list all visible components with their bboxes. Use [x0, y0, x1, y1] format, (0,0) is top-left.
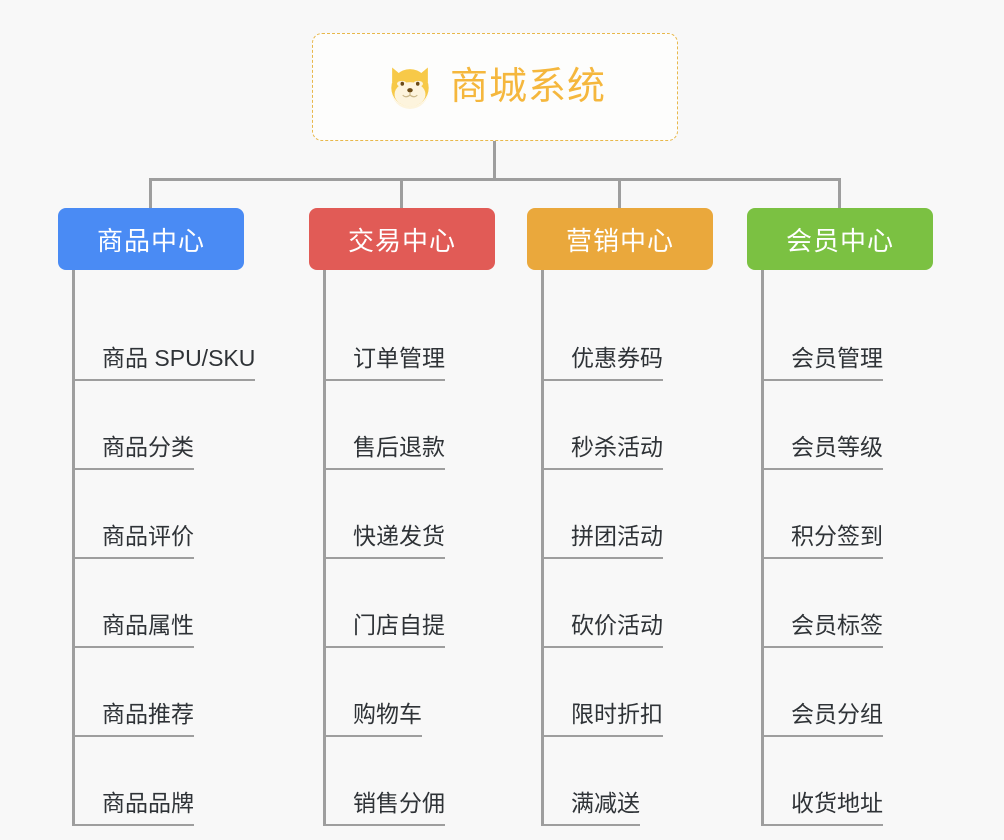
branch-header-label: 会员中心 — [785, 225, 894, 256]
leaf-item[interactable]: 商品属性 — [58, 559, 255, 648]
leaf-item[interactable]: 销售分佣 — [309, 737, 495, 826]
leaf-item[interactable]: 售后退款 — [309, 381, 495, 470]
leaf-label: 销售分佣 — [353, 790, 445, 817]
leaf-item[interactable]: 满减送 — [527, 737, 713, 826]
leaf-item[interactable]: 限时折扣 — [527, 648, 713, 737]
leaf-item[interactable]: 订单管理 — [309, 292, 495, 381]
branch-header-3[interactable]: 营销中心 — [527, 208, 713, 270]
leaf-list-3: 优惠券码 秒杀活动 拼团活动 砍价活动 限时折扣 满减送 — [527, 270, 713, 826]
leaf-item[interactable]: 门店自提 — [309, 559, 495, 648]
leaf-label: 会员管理 — [791, 345, 883, 372]
leaf-label: 售后退款 — [353, 434, 445, 461]
leaf-label: 商品 SPU/SKU — [102, 345, 256, 372]
leaf-item[interactable]: 秒杀活动 — [527, 381, 713, 470]
leaf-list-2: 订单管理 售后退款 快递发货 门店自提 购物车 销售分佣 — [309, 270, 495, 826]
leaf-item[interactable]: 商品分类 — [58, 381, 255, 470]
branch-spine-1 — [72, 270, 75, 826]
leaf-label: 会员标签 — [791, 612, 883, 639]
branch-column-3: 营销中心 优惠券码 秒杀活动 拼团活动 砍价活动 限时折扣 满减送 — [527, 208, 713, 826]
leaf-label: 限时折扣 — [571, 701, 663, 728]
leaf-item[interactable]: 会员分组 — [747, 648, 933, 737]
root-title: 商城系统 — [449, 66, 606, 108]
connector-root-stem — [493, 141, 496, 180]
branch-column-1: 商品中心 商品 SPU/SKU 商品分类 商品评价 商品属性 商品推荐 商品品牌 — [58, 208, 256, 826]
connector-drop-2 — [400, 178, 403, 210]
leaf-label: 商品推荐 — [102, 701, 194, 728]
leaf-label: 收货地址 — [791, 790, 883, 817]
shiba-dog-face-icon — [391, 67, 429, 109]
branch-column-4: 会员中心 会员管理 会员等级 积分签到 会员标签 会员分组 收货地址 — [747, 208, 933, 826]
leaf-list-4: 会员管理 会员等级 积分签到 会员标签 会员分组 收货地址 — [747, 270, 933, 826]
leaf-item[interactable]: 拼团活动 — [527, 470, 713, 559]
leaf-item[interactable]: 收货地址 — [747, 737, 933, 826]
branch-header-label: 交易中心 — [347, 225, 456, 256]
branch-header-label: 商品中心 — [96, 225, 205, 256]
leaf-label: 商品分类 — [102, 434, 194, 461]
branch-header-1[interactable]: 商品中心 — [58, 208, 244, 270]
leaf-item[interactable]: 快递发货 — [309, 470, 495, 559]
leaf-label: 满减送 — [571, 790, 640, 817]
branch-header-label: 营销中心 — [565, 225, 674, 256]
leaf-item[interactable]: 购物车 — [309, 648, 495, 737]
branch-spine-4 — [761, 270, 764, 826]
leaf-item[interactable]: 会员等级 — [747, 381, 933, 470]
leaf-label: 门店自提 — [353, 612, 445, 639]
connector-drop-3 — [618, 178, 621, 210]
root-node[interactable]: 商城系统 — [312, 33, 678, 141]
leaf-label: 积分签到 — [791, 523, 883, 550]
leaf-label: 商品品牌 — [102, 790, 194, 817]
connector-drop-4 — [838, 178, 841, 210]
branch-column-2: 交易中心 订单管理 售后退款 快递发货 门店自提 购物车 销售分佣 — [309, 208, 495, 826]
leaf-item[interactable]: 商品品牌 — [58, 737, 255, 826]
leaf-item[interactable]: 积分签到 — [747, 470, 933, 559]
branch-spine-3 — [541, 270, 544, 826]
branch-spine-2 — [323, 270, 326, 826]
leaf-item[interactable]: 砍价活动 — [527, 559, 713, 648]
leaf-item[interactable]: 商品推荐 — [58, 648, 255, 737]
leaf-item[interactable]: 会员标签 — [747, 559, 933, 648]
leaf-label: 砍价活动 — [571, 612, 663, 639]
leaf-label: 购物车 — [353, 701, 422, 728]
leaf-label: 会员等级 — [791, 434, 883, 461]
branch-header-2[interactable]: 交易中心 — [309, 208, 495, 270]
leaf-label: 订单管理 — [353, 345, 445, 372]
leaf-label: 秒杀活动 — [571, 434, 663, 461]
leaf-label: 商品属性 — [102, 612, 194, 639]
leaf-item[interactable]: 优惠券码 — [527, 292, 713, 381]
branch-header-4[interactable]: 会员中心 — [747, 208, 933, 270]
leaf-item[interactable]: 商品 SPU/SKU — [58, 292, 256, 381]
leaf-item[interactable]: 商品评价 — [58, 470, 255, 559]
leaf-label: 快递发货 — [353, 523, 445, 550]
connector-horizontal-bus — [149, 178, 841, 181]
connector-drop-1 — [149, 178, 152, 210]
leaf-label: 商品评价 — [102, 523, 194, 550]
leaf-list-1: 商品 SPU/SKU 商品分类 商品评价 商品属性 商品推荐 商品品牌 — [58, 270, 256, 826]
leaf-label: 会员分组 — [791, 701, 883, 728]
leaf-label: 拼团活动 — [571, 523, 663, 550]
leaf-item[interactable]: 会员管理 — [747, 292, 933, 381]
leaf-label: 优惠券码 — [571, 345, 663, 372]
